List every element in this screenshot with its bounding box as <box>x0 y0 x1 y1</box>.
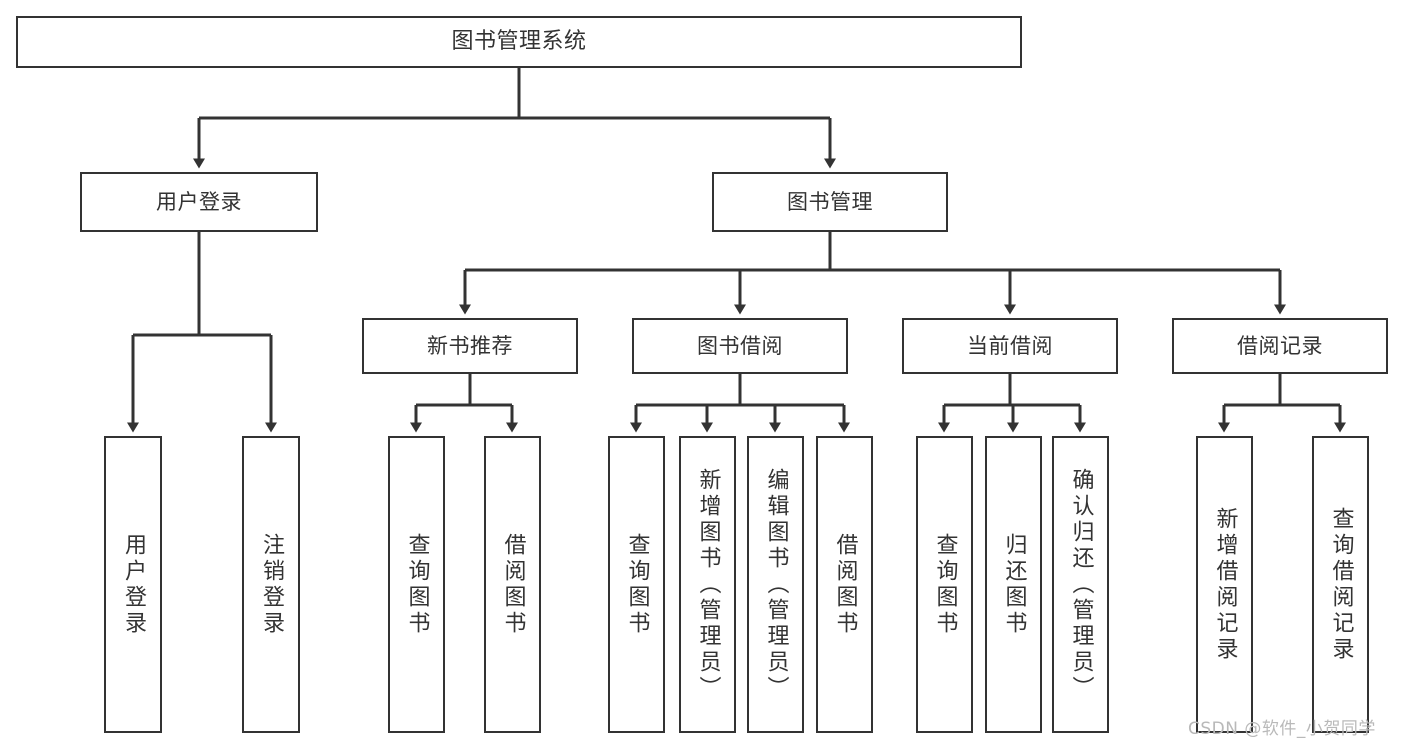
csdn-watermark: CSDN @软件_小贺同学 <box>1188 719 1376 739</box>
node-current-borrow[interactable]: 当前借阅 <box>902 318 1118 374</box>
leaf-borrow-record-add[interactable]: 新增借阅记录 <box>1196 436 1253 733</box>
node-label: 确认归还（管理员） <box>1068 467 1094 702</box>
node-label: 编辑图书（管理员） <box>763 467 789 702</box>
node-label: 当前借阅 <box>967 333 1053 358</box>
leaf-current-borrow-confirm[interactable]: 确认归还（管理员） <box>1052 436 1109 733</box>
node-label: 用户登录 <box>121 532 146 637</box>
node-label: 图书管理系统 <box>451 29 587 55</box>
node-book-management[interactable]: 图书管理 <box>712 172 948 232</box>
node-label: 注销登录 <box>259 532 284 637</box>
node-label: 新增图书（管理员） <box>695 467 721 702</box>
node-label: 借阅记录 <box>1237 333 1323 358</box>
leaf-book-borrow-edit[interactable]: 编辑图书（管理员） <box>747 436 804 733</box>
node-label: 查询图书 <box>624 532 650 637</box>
leaf-current-borrow-return[interactable]: 归还图书 <box>985 436 1042 733</box>
leaf-user-login-login[interactable]: 用户登录 <box>104 436 162 733</box>
node-new-book-recommend[interactable]: 新书推荐 <box>362 318 578 374</box>
node-label: 借阅图书 <box>500 532 526 637</box>
node-label: 查询图书 <box>932 532 958 637</box>
leaf-current-borrow-query[interactable]: 查询图书 <box>916 436 973 733</box>
leaf-book-borrow-add[interactable]: 新增图书（管理员） <box>679 436 736 733</box>
node-user-login[interactable]: 用户登录 <box>80 172 318 232</box>
node-label: 借阅图书 <box>832 532 858 637</box>
leaf-book-borrow-query[interactable]: 查询图书 <box>608 436 665 733</box>
node-root-system[interactable]: 图书管理系统 <box>16 16 1022 68</box>
node-label: 图书借阅 <box>697 333 783 358</box>
leaf-borrow-record-query[interactable]: 查询借阅记录 <box>1312 436 1369 733</box>
node-label: 查询借阅记录 <box>1328 506 1354 663</box>
leaf-user-login-logout[interactable]: 注销登录 <box>242 436 300 733</box>
leaf-new-book-query[interactable]: 查询图书 <box>388 436 445 733</box>
node-book-borrow[interactable]: 图书借阅 <box>632 318 848 374</box>
leaf-book-borrow-borrow[interactable]: 借阅图书 <box>816 436 873 733</box>
node-label: 图书管理 <box>787 189 873 214</box>
node-label: 用户登录 <box>156 189 242 214</box>
node-label: 归还图书 <box>1001 532 1027 637</box>
node-label: 查询图书 <box>404 532 430 637</box>
leaf-new-book-borrow[interactable]: 借阅图书 <box>484 436 541 733</box>
node-borrow-record[interactable]: 借阅记录 <box>1172 318 1388 374</box>
node-label: 新书推荐 <box>427 333 513 358</box>
node-label: 新增借阅记录 <box>1212 506 1238 663</box>
